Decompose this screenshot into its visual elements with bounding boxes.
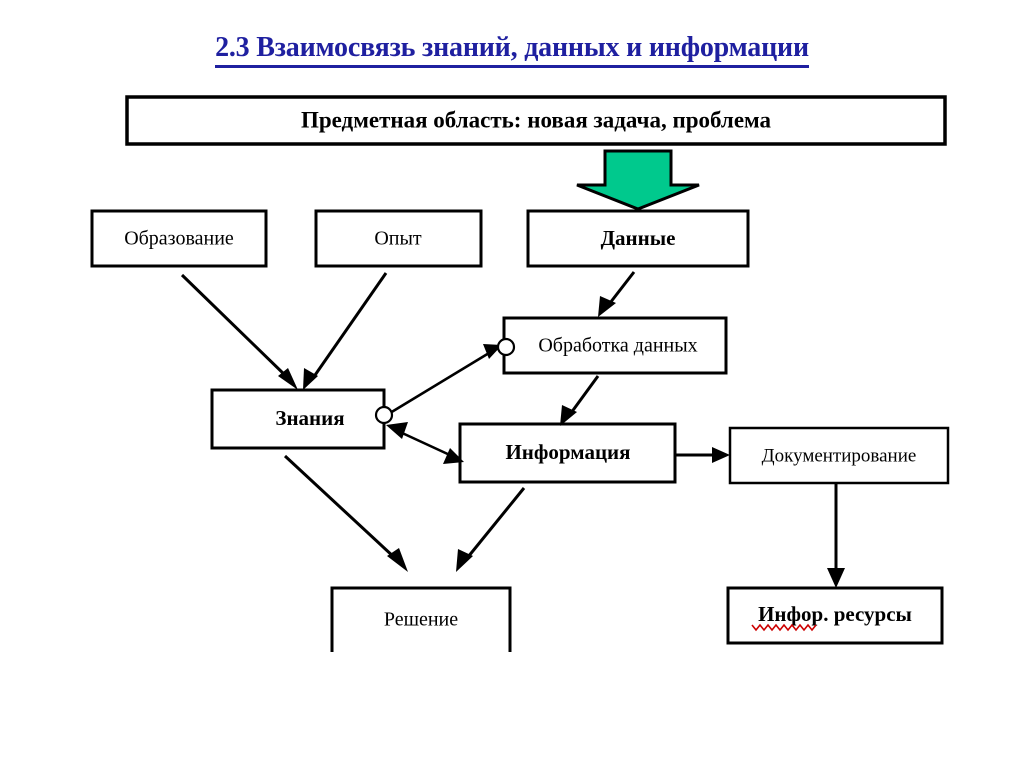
spellcheck-underline-icon [751,623,817,632]
node-znaniya: Знания [210,388,386,450]
green-down-arrow-shape [576,149,700,211]
edge-znaniya-obrabotka [374,337,516,425]
edge-informaciya-dokumentirovanie-arrowhead [712,447,730,463]
node-dannye-rect [526,209,750,268]
connector-dot-znaniya [374,405,394,425]
edge-obrabotka-informaciya-arrowhead [560,405,577,426]
header-box: Предметная область: новая задача, пробле… [125,95,947,146]
edge-dokumentirovanie-infor-resursy [827,483,845,588]
node-dannye: Данные [526,209,750,268]
node-obrazovanie-rect [90,209,268,268]
edge-opyt-znaniya [303,272,388,390]
node-obrabotka-dannyh-rect [502,316,728,375]
edge-znaniya-informaciya [386,422,464,464]
node-opyt-rect [314,209,483,268]
edge-znaniya-informaciya-line [399,430,453,458]
node-opyt: Опыт [314,209,483,268]
edge-informaciya-dokumentirovanie [675,447,730,463]
edge-znaniya-reshenie [283,454,408,572]
edge-dannye-obrabotka-arrowhead [598,296,616,317]
node-reshenie-label: Решение [384,609,458,631]
edge-znaniya-informaciya-arrowhead-left [386,422,408,439]
node-dokumentirovanie-label: Документирование [762,445,917,466]
node-dannye-label: Данные [601,226,676,250]
slide-title-text: 2.3 Взаимосвязь знаний, данных и информа… [215,32,809,68]
edge-informaciya-reshenie-line [466,487,526,558]
header-box-rect [125,95,947,146]
node-infor-resursy-rect [726,586,944,645]
edge-obrazovanie-znaniya [180,273,298,390]
node-reshenie-rect [330,586,512,652]
edge-opyt-znaniya-line [311,272,388,379]
edge-obrabotka-informaciya-line [569,375,600,414]
green-down-arrow [576,149,700,211]
slide-title: 2.3 Взаимосвязь знаний, данных и информа… [0,32,1024,68]
node-informaciya-rect [458,422,677,484]
edge-informaciya-reshenie [456,487,526,572]
node-znaniya-label: Знания [275,406,344,430]
node-informaciya: Информация [458,422,677,484]
node-obrabotka-dannyh: Обработка данных [502,316,728,375]
node-reshenie: Решение [330,586,512,652]
edge-obrazovanie-znaniya-line [180,273,290,380]
node-infor-resursy: Инфор. ресурсы [726,586,944,645]
edge-obrazovanie-znaniya-arrowhead [278,368,298,390]
edge-dannye-obrabotka-line [608,271,636,304]
node-informaciya-label: Информация [505,440,630,464]
node-obrazovanie-label: Образование [124,228,234,250]
edge-dokumentirovanie-infor-resursy-arrowhead [827,568,845,588]
node-dokumentirovanie: Документирование [728,426,950,485]
node-dokumentirovanie-rect [728,426,950,485]
edge-informaciya-reshenie-arrowhead [456,549,473,572]
node-opyt-label: Опыт [374,228,422,250]
edge-znaniya-reshenie-line [283,454,397,560]
edge-znaniya-informaciya-arrowhead-right [443,448,464,464]
node-obrazovanie: Образование [90,209,268,268]
edge-znaniya-obrabotka-line [389,348,495,415]
header-box-label: Предметная область: новая задача, пробле… [301,107,772,132]
node-obrabotka-dannyh-label: Обработка данных [538,335,697,357]
node-infor-resursy-label: Инфор. ресурсы [758,602,912,626]
connector-dot-obrabotka [496,337,516,357]
edge-dannye-obrabotka [598,271,636,317]
edge-opyt-znaniya-arrowhead [303,368,318,390]
edge-obrabotka-informaciya [560,375,600,426]
edge-znaniya-reshenie-arrowhead [387,548,408,572]
